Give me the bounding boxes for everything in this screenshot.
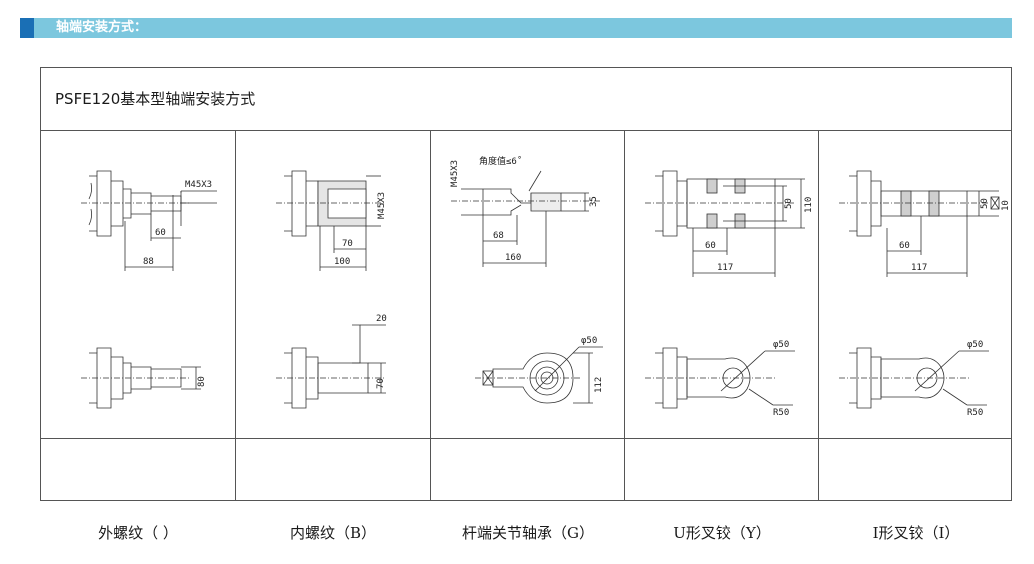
- mounting-spec-table: PSFE120基本型轴端安装方式 M45X3 60 88: [40, 67, 1013, 542]
- dim-height-label: 70: [376, 378, 386, 389]
- dim-outer-label: 117: [717, 263, 733, 273]
- dim-inner-label: 60: [155, 228, 166, 238]
- header-accent-block: [20, 18, 34, 38]
- caption-rod-end-bearing: 杆端关节轴承（G）: [462, 524, 594, 542]
- table-title: PSFE120基本型轴端安装方式: [55, 90, 256, 108]
- caption-i-clevis: I形叉铰（I）: [872, 524, 960, 542]
- dim-inner-label: 68: [493, 231, 504, 241]
- dim-outer-label: 100: [334, 257, 350, 267]
- rod-end-bearing-drawing: M45X3 角度值≤6˚ 35 68 160 φ50 112: [450, 155, 604, 404]
- u-clevis-drawing: 50 110 60 117 φ50 R50: [645, 170, 814, 418]
- thread-label: M45X3: [450, 160, 460, 187]
- cell-external-thread: M45X3 60 88 80 外螺纹（ ）: [41, 131, 235, 542]
- external-thread-drawing: M45X3 60 88 80: [81, 170, 217, 409]
- dim-inner-label: 60: [705, 241, 716, 251]
- dim-h1-label: 50: [980, 198, 990, 209]
- row-divider: [41, 438, 1011, 439]
- dim-height-label: 80: [197, 376, 207, 387]
- section-header: 轴端安装方式：: [20, 18, 1012, 38]
- cell-rod-end-bearing: M45X3 角度值≤6˚ 35 68 160 φ50 112 杆端关节轴承（G）: [431, 131, 625, 542]
- dim-width-label: 20: [376, 314, 387, 324]
- dim-height-label: 112: [594, 377, 604, 393]
- section-title: 轴端安装方式：: [56, 20, 148, 35]
- column-divider: [818, 130, 819, 501]
- dia-label: φ50: [581, 336, 597, 346]
- thread-label: M45X3: [377, 192, 387, 219]
- radius-label: R50: [967, 408, 983, 418]
- dim-h2-label: 110: [804, 197, 814, 213]
- dim-height-label: 35: [589, 196, 599, 207]
- i-clevis-drawing: 50 10 60 117 φ50 R50: [839, 170, 1011, 418]
- dia-label: φ50: [773, 340, 789, 350]
- dia-label: φ50: [967, 340, 983, 350]
- dim-outer-label: 117: [911, 263, 927, 273]
- cell-internal-thread: M45X3 70 100 20 70 内螺纹（B）: [236, 131, 430, 542]
- caption-external-thread: 外螺纹（ ）: [98, 524, 178, 542]
- dim-outer-label: 160: [505, 253, 521, 263]
- column-divider: [430, 130, 431, 501]
- dim-h2-label: 10: [1001, 200, 1011, 211]
- thread-label: M45X3: [185, 180, 212, 190]
- dim-inner-label: 70: [342, 239, 353, 249]
- row-divider: [41, 130, 1011, 131]
- radius-label: R50: [773, 408, 789, 418]
- cell-i-clevis: 50 10 60 117 φ50 R50 I形叉铰（I）: [819, 131, 1013, 542]
- caption-u-clevis: U形叉铰（Y）: [673, 524, 771, 542]
- dim-outer-label: 88: [143, 257, 154, 267]
- dim-inner-label: 60: [899, 241, 910, 251]
- internal-thread-drawing: M45X3 70 100 20 70: [276, 170, 387, 409]
- column-divider: [624, 130, 625, 501]
- caption-internal-thread: 内螺纹（B）: [289, 524, 377, 542]
- angle-note: 角度值≤6˚: [479, 155, 522, 167]
- dim-h1-label: 50: [784, 198, 794, 209]
- cell-u-clevis: 50 110 60 117 φ50 R50 U形叉铰（Y）: [625, 131, 819, 542]
- column-divider: [235, 130, 236, 501]
